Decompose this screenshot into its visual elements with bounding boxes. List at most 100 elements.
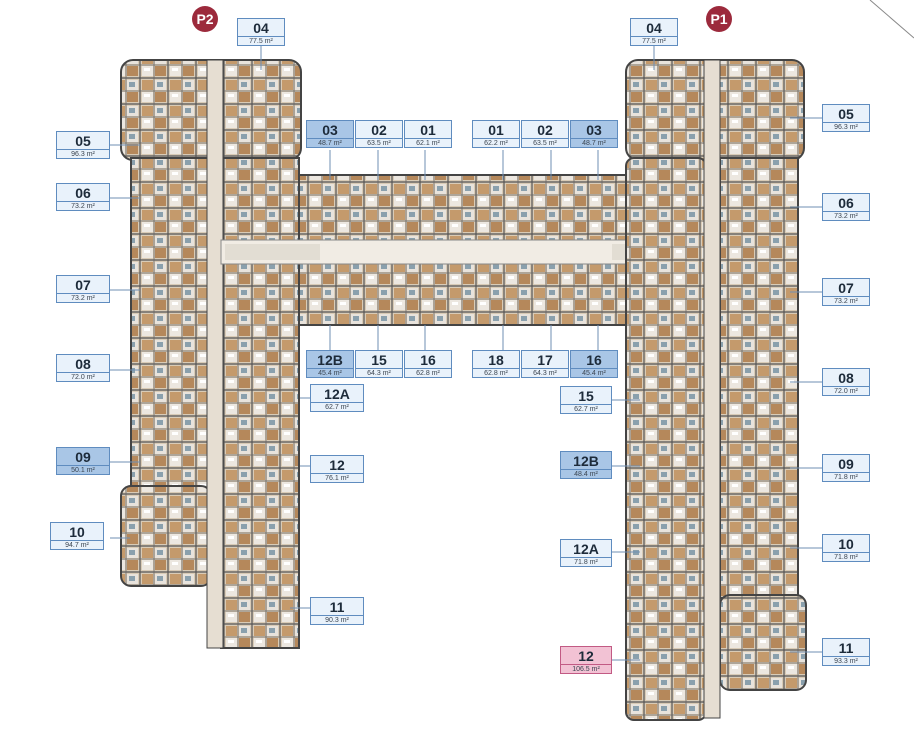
- tower-p1-badge: P1: [706, 6, 732, 32]
- unit-area: 48.7 m²: [582, 140, 606, 147]
- tower-p1-building: [625, 59, 807, 721]
- unit-number: 07: [823, 279, 869, 297]
- unit-number: 02: [522, 121, 568, 139]
- unit-number: 17: [522, 351, 568, 369]
- unit-number: 06: [823, 194, 869, 212]
- unit-number: 01: [405, 121, 451, 139]
- unit-area: 62.8 m²: [484, 370, 508, 377]
- unit-area: 72.0 m²: [71, 374, 95, 381]
- compass-line: [869, 0, 914, 39]
- unit-area: 77.5 m²: [642, 38, 666, 45]
- unit-area: 62.7 m²: [325, 404, 349, 411]
- unit-area: 45.4 m²: [318, 370, 342, 377]
- unit-number: 05: [823, 105, 869, 123]
- unit-area: 73.2 m²: [71, 203, 95, 210]
- unit-number: 05: [57, 132, 109, 150]
- unit-area: 96.3 m²: [71, 151, 95, 158]
- unit-area: 72.0 m²: [834, 388, 858, 395]
- unit-area: 93.3 m²: [834, 658, 858, 665]
- unit-area: 90.3 m²: [325, 617, 349, 624]
- unit-number: 12A: [561, 540, 611, 558]
- unit-number: 11: [311, 598, 363, 616]
- unit-area: 94.7 m²: [65, 542, 89, 549]
- unit-area: 71.8 m²: [834, 554, 858, 561]
- unit-area: 48.4 m²: [574, 471, 598, 478]
- unit-number: 11: [823, 639, 869, 657]
- unit-area: 71.8 m²: [574, 559, 598, 566]
- unit-area: 62.2 m²: [484, 140, 508, 147]
- tower-p2-building: [120, 59, 302, 649]
- unit-area: 71.8 m²: [834, 474, 858, 481]
- leader-lines: [110, 45, 822, 661]
- unit-area: 64.3 m²: [533, 370, 557, 377]
- unit-number: 08: [57, 355, 109, 373]
- unit-area: 62.1 m²: [416, 140, 440, 147]
- unit-number: 18: [473, 351, 519, 369]
- unit-number: 12B: [307, 351, 353, 369]
- unit-number: 09: [823, 455, 869, 473]
- unit-area: 48.7 m²: [318, 140, 342, 147]
- unit-number: 12B: [561, 452, 611, 470]
- unit-area: 63.5 m²: [367, 140, 391, 147]
- unit-number: 01: [473, 121, 519, 139]
- unit-area: 73.2 m²: [71, 295, 95, 302]
- unit-area: 73.2 m²: [834, 298, 858, 305]
- unit-area: 62.7 m²: [574, 406, 598, 413]
- unit-number: 08: [823, 369, 869, 387]
- unit-area: 96.3 m²: [834, 124, 858, 131]
- unit-area: 62.8 m²: [416, 370, 440, 377]
- unit-number: 03: [307, 121, 353, 139]
- unit-area: 63.5 m²: [533, 140, 557, 147]
- tower-p2-badge: P2: [192, 6, 218, 32]
- unit-area: 64.3 m²: [367, 370, 391, 377]
- unit-area: 45.4 m²: [582, 370, 606, 377]
- unit-number: 04: [238, 19, 284, 37]
- unit-number: 09: [57, 448, 109, 466]
- unit-number: 04: [631, 19, 677, 37]
- unit-number: 12: [561, 647, 611, 665]
- unit-number: 15: [356, 351, 402, 369]
- unit-number: 07: [57, 276, 109, 294]
- unit-number: 02: [356, 121, 402, 139]
- unit-number: 10: [823, 535, 869, 553]
- unit-number: 12A: [311, 385, 363, 403]
- unit-number: 15: [561, 387, 611, 405]
- unit-number: 10: [51, 523, 103, 541]
- unit-area: 73.2 m²: [834, 213, 858, 220]
